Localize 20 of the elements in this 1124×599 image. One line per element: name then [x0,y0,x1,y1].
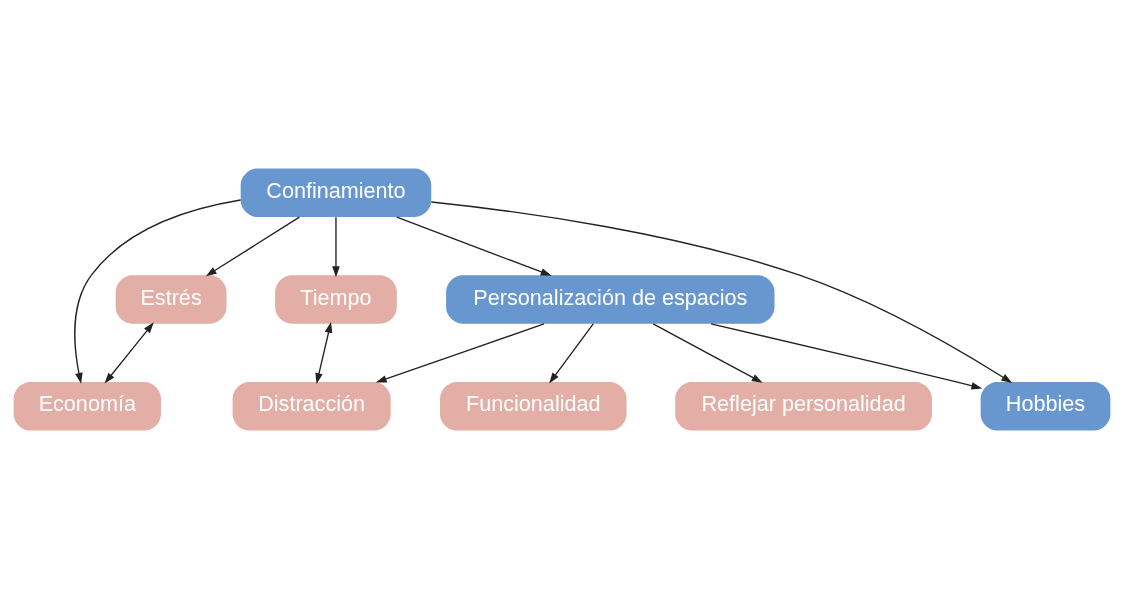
arrow [549,323,594,384]
arrow [710,323,983,390]
node-box: Estrés [115,275,227,324]
node-box: Distracción [232,381,391,431]
node-box: Hobbies [980,381,1111,431]
arrow [315,321,333,384]
node-box: Personalización de espacios [446,275,775,324]
node-box: Confinamiento [240,168,432,218]
arrow [104,322,154,384]
arrow [375,323,545,383]
arrow [652,323,763,383]
node-box: Economía [13,381,161,431]
node-box: Reflejar personalidad [675,381,932,431]
arrow [396,216,552,276]
node-box: Tiempo [275,275,397,324]
arrow [74,199,242,384]
arrow [332,216,340,278]
arrow [205,216,301,277]
arrow [430,201,1013,383]
node-box: Funcionalidad [440,381,627,431]
